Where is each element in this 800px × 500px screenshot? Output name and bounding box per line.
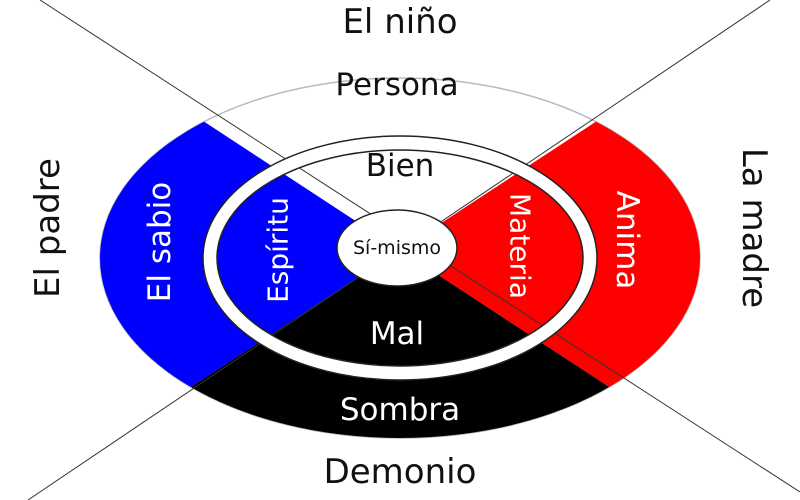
- label-mal: Mal: [370, 316, 424, 352]
- right-wedge: [400, 78, 700, 438]
- label-el-padre: El padre: [28, 158, 68, 298]
- label-si-mismo: Sí-mismo: [353, 237, 441, 259]
- label-el-sabio: El sabio: [142, 182, 178, 302]
- label-demonio: Demonio: [324, 452, 477, 492]
- label-materia: Materia: [504, 193, 537, 299]
- label-la-madre: La madre: [734, 148, 774, 308]
- label-sombra: Sombra: [340, 392, 460, 428]
- label-el-nino: El niño: [342, 2, 457, 42]
- self-circle: [336, 209, 458, 287]
- label-espiritu: Espíritu: [262, 197, 295, 303]
- label-bien: Bien: [366, 148, 435, 184]
- label-persona: Persona: [335, 67, 458, 103]
- label-anima: Anima: [609, 191, 645, 290]
- left-wedge: [100, 78, 400, 438]
- inner-ring: [202, 135, 598, 381]
